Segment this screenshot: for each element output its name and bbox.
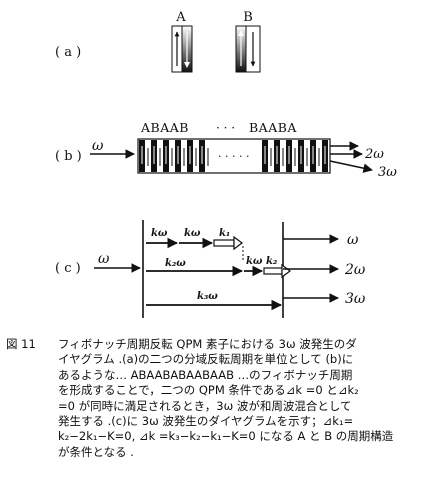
- output-3w-label: 3ω: [378, 165, 397, 180]
- panel-b-label: ( b ): [55, 149, 82, 164]
- panel-a-label: ( a ): [55, 45, 81, 60]
- output-beam-3w-arrow: [329, 160, 373, 173]
- input-omega-label: ω: [98, 251, 110, 267]
- panel-c-label: ( c ): [55, 261, 81, 276]
- caption-line: イヤグラム .(a)の二つの分域反転周期を単位として (b)に: [58, 352, 354, 367]
- sequence-top-ellipsis: · · ·: [216, 121, 235, 135]
- sequence-top-right: BAABA: [249, 120, 297, 135]
- block-a: [171, 25, 193, 73]
- caption-line: が条件となる .: [58, 444, 134, 459]
- block-b: [235, 25, 261, 73]
- block-b-label: B: [243, 10, 253, 25]
- panel-a: ( a ) A B: [55, 10, 261, 73]
- label-kw-1: kω: [151, 228, 168, 239]
- caption-line: あるような… ABAABABAABAAB …のフィボナッチ周期: [58, 367, 353, 382]
- figure-diagram: ( a ) A B ( b ) ABAAB · · · BAABA ω: [55, 10, 397, 318]
- output-2w-label-c: 2ω: [344, 262, 366, 278]
- figure-caption: 図 11 フィボナッチ周期反転 QPM 素子における 3ω 波発生のダ イヤグラ…: [6, 337, 436, 460]
- label-k2w: k₂ω: [165, 258, 186, 269]
- crystal-domains-left: [139, 140, 211, 172]
- label-kw-3: kω: [246, 256, 263, 267]
- caption-body: フィボナッチ周期反転 QPM 素子における 3ω 波発生のダ イヤグラム .(a…: [58, 337, 436, 460]
- input-beam-omega: ω: [92, 138, 104, 154]
- crystal-gap-ellipsis: · · · · ·: [218, 150, 249, 163]
- output-2w-label: 2ω: [364, 147, 384, 162]
- crystal-domains-right: [262, 140, 328, 172]
- caption-number: 図 11: [6, 337, 36, 351]
- block-a-label: A: [175, 10, 186, 25]
- output-3w-label-c: 3ω: [345, 291, 366, 307]
- caption-line: 発生する .(c)に 3ω 波発生のダイヤグラムを示す；⊿k₁=: [58, 414, 354, 429]
- caption-line: =0 が同時に満足されるとき，3ω 波が和周波混合として: [58, 398, 352, 413]
- panel-c: ( c ) ω kω kω k₁ k₂ω kω k₂ k₃ω: [55, 220, 366, 318]
- label-k2: k₂: [266, 256, 278, 267]
- caption-line: k₂−2k₁−K=0, ⊿k =k₃−k₂−k₁−K=0 になる A と B の…: [58, 429, 394, 444]
- label-kw-2: kω: [184, 228, 201, 239]
- caption-line: フィボナッチ周期反転 QPM 素子における 3ω 波発生のダ: [58, 337, 357, 351]
- panel-b: ( b ) ABAAB · · · BAABA ω · · · · · 2ω 3…: [55, 120, 397, 180]
- label-k3w: k₃ω: [197, 291, 218, 302]
- label-k1: k₁: [219, 228, 230, 239]
- output-omega-label: ω: [347, 232, 359, 248]
- caption-line: を形成することで，二つの QPM 条件である⊿k =0 と⊿k₂: [58, 383, 359, 398]
- sequence-top-left: ABAAB: [140, 120, 189, 135]
- vector-k1-grating: [213, 235, 243, 251]
- vector-k2-grating: [263, 263, 291, 279]
